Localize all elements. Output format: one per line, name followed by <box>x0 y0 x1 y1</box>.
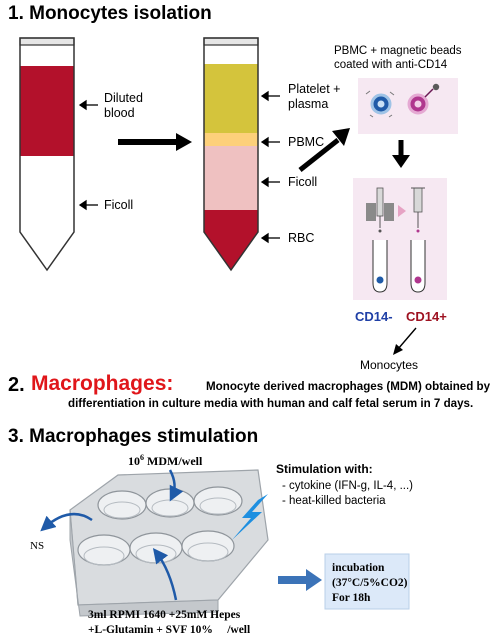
arrow-to-incubation <box>278 569 322 591</box>
section2-number: 2. <box>8 374 25 396</box>
magnetic-bead-icon <box>432 83 440 91</box>
section3-heading: 3. Macrophages stimulation <box>8 426 259 447</box>
beads-label: PBMC + magnetic beads coated with anti-C… <box>334 45 462 71</box>
tube-2 <box>203 37 259 272</box>
arrow-tube1-to-tube2 <box>118 133 192 151</box>
media-label: 3ml RPMI 1640 +25mM Hepes +L-Glutamin + … <box>88 609 251 636</box>
stimulation-list: - cytokine (IFN-g, IL-4, ...) - heat-kil… <box>282 479 413 508</box>
blue-pointer-arrows <box>40 469 184 601</box>
section2-description-line2: differentiation in culture media with hu… <box>68 397 474 410</box>
section1-heading: 1. Monocytes isolation <box>8 3 212 24</box>
rbc-layer <box>204 210 258 270</box>
diluted-blood-label: Diluted blood <box>104 91 143 120</box>
cd14-negative-cell-icon <box>376 276 384 284</box>
plasma-layer <box>204 64 258 133</box>
cd14-positive-label: CD14+ <box>406 309 447 324</box>
incubation-box <box>324 553 410 610</box>
tube-1 <box>19 37 75 272</box>
arrow-to-monocytes <box>393 327 417 355</box>
ficoll-layer <box>204 146 258 210</box>
cd14-positive-cell-icon <box>414 276 422 284</box>
incubation-label: incubation (37°C/5%CO2) For 18h <box>332 562 408 604</box>
mdm-per-well-label: 106 MDM/well <box>128 453 203 468</box>
rbc-label: RBC <box>288 231 315 245</box>
stimulation-item: - cytokine (IFN-g, IL-4, ...) <box>282 480 413 492</box>
pbmc-layer <box>204 133 258 146</box>
culture-plate <box>69 469 269 617</box>
pbmc-label: PBMC <box>288 135 325 149</box>
cd14-negative-label: CD14- <box>355 309 393 324</box>
ns-label: NS <box>30 540 45 552</box>
platelet-plasma-label: Platelet + plasma <box>288 82 341 111</box>
ficoll-label-tube2: Ficoll <box>288 175 318 189</box>
stimulation-bolt-icon <box>232 494 268 540</box>
stimulation-title: Stimulation with: <box>276 462 373 476</box>
arrow-to-beads <box>298 128 350 172</box>
label-pointers <box>78 90 280 244</box>
monocytes-label: Monocytes <box>360 358 419 372</box>
beads-box <box>358 78 458 134</box>
section2-description-line1: Monocyte derived macrophages (MDM) obtai… <box>206 380 491 393</box>
section2-title: Macrophages: <box>31 372 174 395</box>
diluted-blood-layer <box>20 66 74 156</box>
ficoll-label-tube1: Ficoll <box>104 198 134 212</box>
stimulation-item: - heat-killed bacteria <box>282 494 386 507</box>
arrow-down-to-separation <box>392 140 410 168</box>
separation-box <box>353 178 447 300</box>
